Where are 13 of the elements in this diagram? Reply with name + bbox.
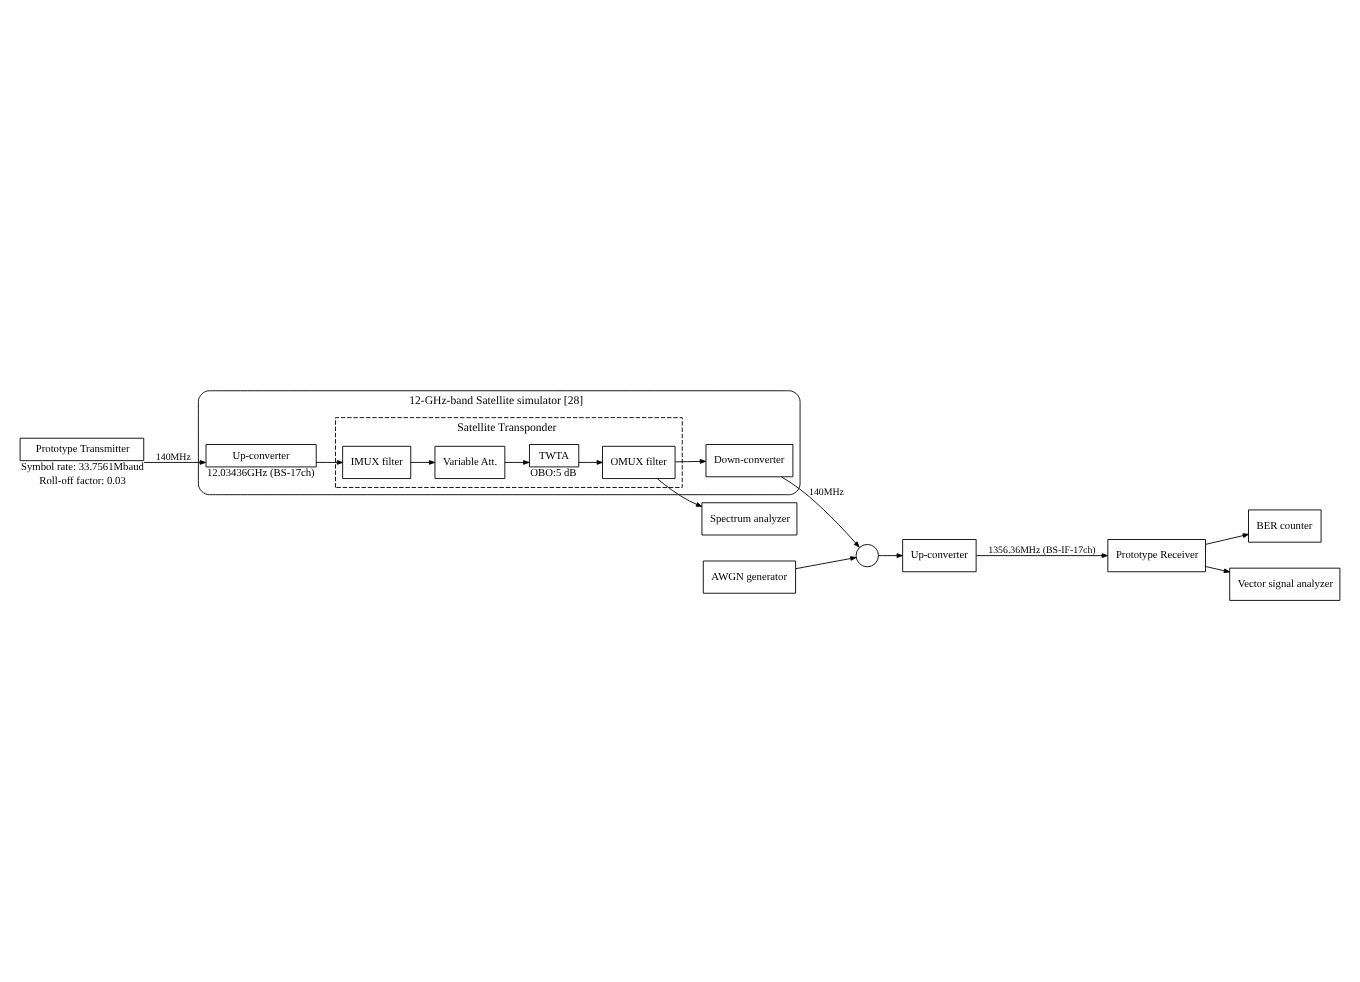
arrow	[410, 459, 436, 464]
arrow	[1205, 532, 1249, 544]
arrow	[656, 477, 703, 506]
arrow	[315, 459, 344, 464]
arrow	[878, 552, 903, 557]
arrow	[1205, 565, 1231, 573]
arrow	[780, 475, 860, 547]
arrow	[795, 555, 857, 569]
arrow	[143, 459, 206, 464]
arrow	[975, 552, 1108, 557]
arrow	[578, 459, 603, 464]
arrow	[674, 458, 707, 463]
arrow	[504, 459, 530, 464]
